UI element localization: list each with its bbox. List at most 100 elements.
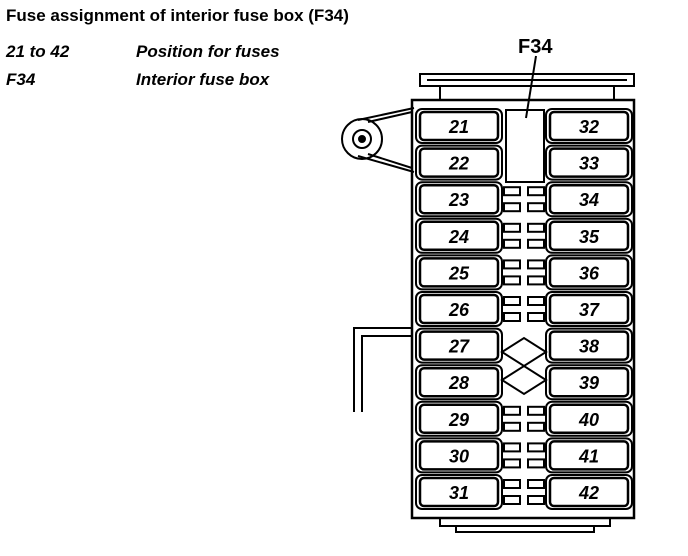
fuse-slot-24: 24 — [415, 217, 503, 254]
fuse-body — [548, 476, 630, 508]
fuse-body — [548, 330, 630, 361]
fuse-body — [548, 403, 630, 435]
fuse-slot-29: 29 — [415, 400, 503, 437]
legend-description: Interior fuse box — [136, 70, 270, 89]
fuse-socket — [415, 181, 503, 218]
fuse-socket — [545, 327, 633, 364]
fuse-slot-31: 31 — [415, 474, 503, 510]
fuse-body — [418, 476, 500, 508]
fuse-number: 22 — [448, 154, 469, 174]
fuse-number: 27 — [448, 337, 470, 357]
fuse-slot-25: 25 — [415, 254, 503, 291]
fuse-connector — [503, 186, 545, 213]
fuse-number: 42 — [578, 483, 599, 503]
fuse-box-housing — [410, 98, 636, 520]
fuse-body — [418, 183, 500, 215]
fuse-slot-41: 41 — [545, 437, 633, 474]
fuse-socket — [545, 108, 633, 144]
fuse-socket — [415, 291, 503, 327]
fuse-body — [418, 220, 500, 252]
fuse-body — [418, 257, 500, 288]
fuse-slot-22: 22 — [415, 144, 503, 181]
fuse-number: 37 — [579, 300, 600, 320]
fuse-body — [418, 330, 500, 361]
fuse-slot-38: 38 — [545, 327, 633, 364]
fuse-slot-36: 36 — [545, 254, 633, 291]
fuse-socket — [415, 254, 503, 291]
legend-code: F34 — [6, 70, 36, 89]
fuse-number: 29 — [448, 410, 469, 430]
fuse-slot-40: 40 — [545, 400, 633, 437]
fuse-socket — [415, 474, 503, 510]
fuse-body — [548, 183, 630, 215]
mounting-ear — [341, 107, 415, 173]
fuse-slot-30: 30 — [415, 437, 503, 474]
fuse-body — [418, 110, 500, 142]
fuse-slot-39: 39 — [545, 364, 633, 401]
fuse-socket — [415, 108, 503, 144]
fuse-connector — [503, 479, 545, 505]
fuse-box-label: F34 — [518, 36, 553, 58]
fuse-socket — [415, 144, 503, 181]
fuse-body — [418, 147, 500, 178]
fuse-socket — [545, 364, 633, 401]
fuse-body — [548, 366, 630, 398]
fuse-socket — [415, 437, 503, 474]
fuse-connector — [503, 442, 545, 469]
page-title: Fuse assignment of interior fuse box (F3… — [6, 6, 349, 25]
legend-code: 21 to 42 — [6, 42, 70, 61]
fuse-number: 26 — [448, 300, 470, 320]
bottom-feet — [439, 517, 611, 533]
fuse-connector — [503, 296, 545, 322]
fuse-slot-35: 35 — [545, 217, 633, 254]
legend-row-fuse-box: F34 Interior fuse box — [6, 70, 269, 90]
fuse-number: 38 — [579, 337, 599, 357]
fuse-number: 32 — [579, 117, 599, 137]
fuse-socket — [545, 254, 633, 291]
fuse-number: 23 — [448, 190, 469, 210]
fuse-number: 31 — [449, 483, 469, 503]
fuse-number: 39 — [579, 373, 599, 393]
fuse-body — [418, 293, 500, 325]
fuse-socket — [545, 400, 633, 437]
fuse-number: 28 — [448, 373, 469, 393]
fuse-socket — [415, 327, 503, 364]
legend-description: Position for fuses — [136, 42, 280, 61]
fuse-slot-37: 37 — [545, 291, 633, 327]
fuse-socket — [415, 364, 503, 401]
fuse-socket — [545, 437, 633, 474]
fuse-socket — [545, 144, 633, 181]
fuse-number: 35 — [579, 227, 600, 247]
fuse-slot-27: 27 — [415, 327, 503, 364]
fuse-slot-42: 42 — [545, 474, 633, 510]
fuse-number: 41 — [578, 446, 599, 466]
legend-row-fuse-positions: 21 to 42 Position for fuses — [6, 42, 280, 62]
fuse-body — [548, 110, 630, 142]
fuse-socket — [545, 474, 633, 510]
fuse-body — [418, 440, 500, 471]
fuse-number: 24 — [448, 227, 469, 247]
fuse-body — [548, 440, 630, 471]
fuse-number: 34 — [579, 190, 599, 210]
fuse-slot-32: 32 — [545, 108, 633, 144]
fuse-slot-26: 26 — [415, 291, 503, 327]
fuse-connector — [503, 259, 545, 286]
fuse-number: 25 — [448, 263, 470, 283]
top-bracket — [419, 73, 635, 101]
fuse-socket — [415, 400, 503, 437]
fuse-number: 36 — [579, 263, 600, 283]
fuse-body — [548, 220, 630, 252]
fuse-socket — [545, 181, 633, 218]
fuse-number: 21 — [448, 117, 469, 137]
fuse-body — [548, 257, 630, 288]
fuse-body — [548, 147, 630, 178]
fuse-socket — [415, 217, 503, 254]
fuse-body — [418, 366, 500, 398]
fuse-connector — [503, 222, 545, 249]
fuse-slot-28: 28 — [415, 364, 503, 401]
fuse-number: 30 — [449, 446, 469, 466]
fuse-body — [418, 403, 500, 435]
fuse-slot-21: 21 — [415, 108, 503, 144]
